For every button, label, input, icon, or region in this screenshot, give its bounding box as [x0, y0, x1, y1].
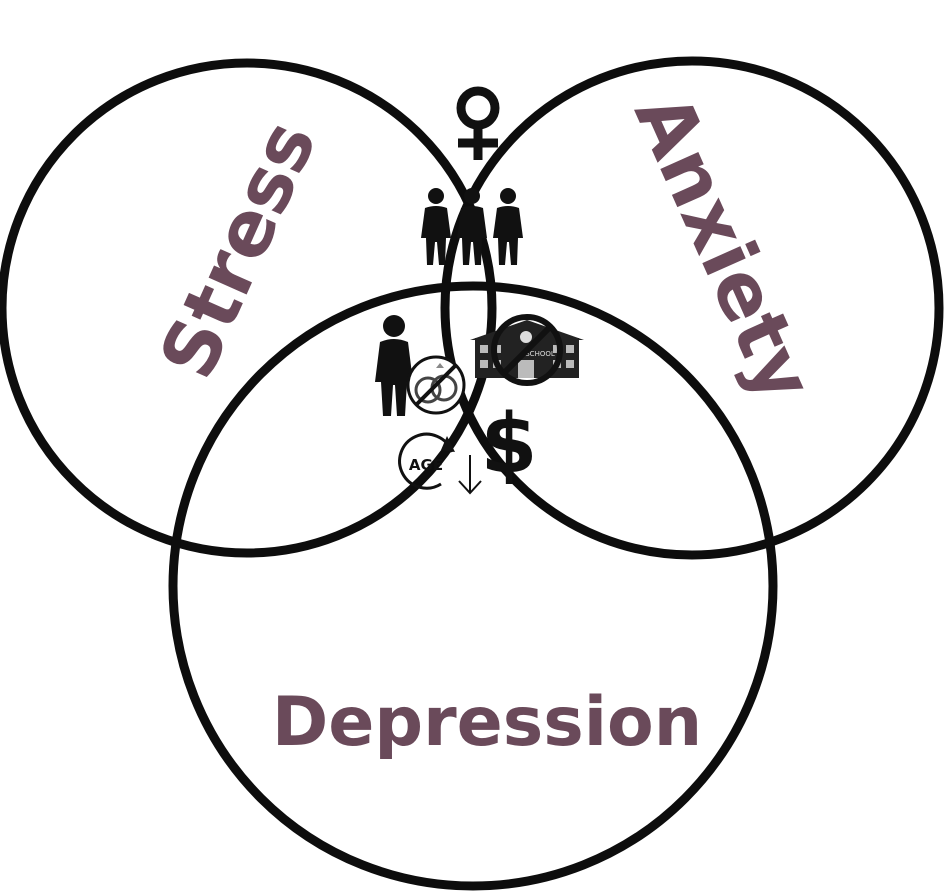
age-text: AGE	[409, 456, 443, 474]
depression-label: Depression	[272, 683, 702, 762]
group-of-people-icon	[421, 188, 523, 265]
female-symbol-icon	[456, 86, 500, 160]
anxiety-circle	[440, 56, 944, 560]
age-decrease-icon: AGE	[398, 432, 482, 495]
single-man-icon	[375, 315, 413, 416]
depression-circle	[168, 281, 778, 891]
stress-label: Stress	[142, 108, 333, 391]
stress-circle	[0, 58, 497, 558]
anxiety-label: Anxiety	[617, 80, 831, 413]
school-sign-text: SCHOOL	[525, 350, 555, 358]
no-marriage-rings-icon	[406, 355, 466, 415]
dollar-icon: $	[480, 397, 537, 492]
no-school-icon: SCHOOL	[470, 314, 584, 386]
